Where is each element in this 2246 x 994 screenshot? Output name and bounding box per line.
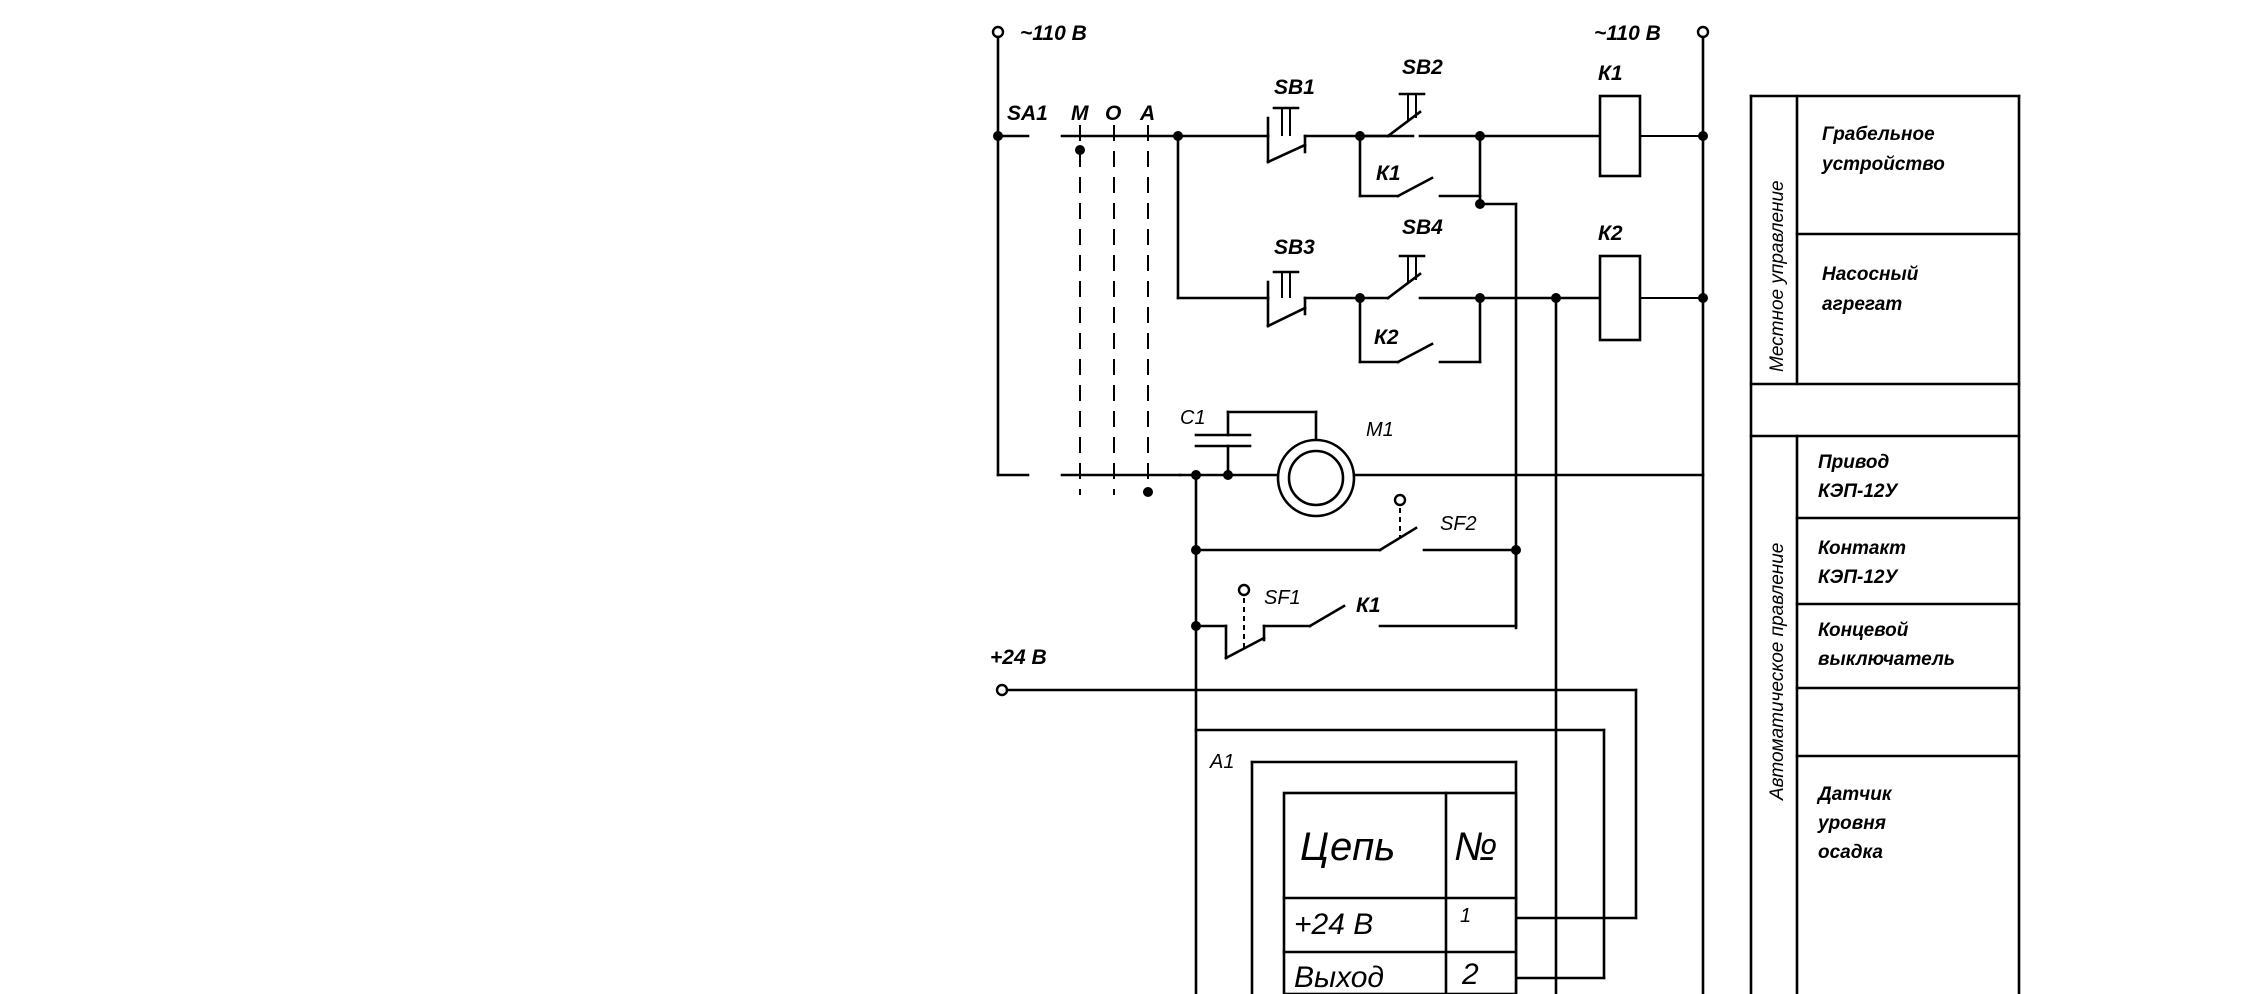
table-row-1-number: 1 (1460, 905, 1471, 927)
sb2-start-button: SB2 (1358, 56, 1482, 138)
sb4-label: SB4 (1402, 216, 1443, 239)
a1-label: А1 (1209, 751, 1234, 773)
k2-coil-label: К2 (1598, 222, 1623, 245)
supply-left-110v: ~110 В (991, 22, 1087, 477)
auto-control-group-label: Автоматическое правление (1767, 543, 1788, 801)
table-row-2-number: 2 (1461, 958, 1479, 991)
motor-m1: М1 (1276, 419, 1394, 518)
sf1-k1-branch: SF1 К1 (1191, 548, 1518, 660)
sf2-branch: SF2 (1191, 473, 1521, 994)
sb3-label: SB3 (1274, 236, 1315, 259)
table-row-2-circuit: Выход (1294, 961, 1384, 994)
contact-kep-line-2: КЭП-12У (1818, 567, 1899, 588)
table-header-number: № (1454, 825, 1497, 869)
sensor-block-a1: А1 Цепь № +24 В 1 Выход 2 (1194, 728, 1606, 994)
drive-kep-line-2: КЭП-12У (1818, 481, 1899, 502)
sb3-stop-button: SB3 (1266, 236, 1315, 328)
table-header-circuit: Цепь (1300, 825, 1395, 869)
rake-device-line-2: устройство (1821, 154, 1945, 175)
capacitor-c1: С1 (1180, 407, 1318, 477)
side-panel: Местное управление Автоматическое правле… (1749, 94, 2021, 994)
sa1-position-m: М (1071, 102, 1089, 125)
sf1-label: SF1 (1264, 587, 1301, 609)
k1-control-circuit: SB1 SB2 К1 К1 (1173, 56, 1708, 630)
selector-switch-sa1: SA1 М О А (993, 102, 1182, 497)
sb4-start-button: SB4 (1358, 216, 1482, 300)
sf2-label: SF2 (1440, 513, 1477, 535)
k2-coil: К2 (1598, 222, 1642, 342)
k2-contact-label: К2 (1374, 326, 1399, 349)
m1-label: М1 (1366, 419, 1394, 441)
sb2-label: SB2 (1402, 56, 1443, 79)
rake-device-line-1: Грабельное (1822, 124, 1935, 145)
a1-connection-table: Цепь № +24 В 1 Выход 2 (1282, 791, 1518, 994)
pump-unit-line-2: агрегат (1822, 294, 1902, 315)
k2-hold-contact: К2 (1358, 296, 1482, 364)
supply-right-label: ~110 В (1594, 22, 1661, 45)
table-row-1-circuit: +24 В (1294, 908, 1373, 941)
supply-right-110v: ~110 В (1594, 22, 1710, 994)
contact-kep-line-1: Контакт (1818, 538, 1906, 559)
sb1-stop-button: SB1 (1266, 76, 1315, 164)
supply-24v: +24 В (990, 646, 1638, 920)
level-sensor-line-1: Датчик (1816, 784, 1893, 805)
k1-coil-label: К1 (1598, 62, 1623, 85)
c1-label: С1 (1180, 407, 1206, 429)
sa1-position-a: А (1139, 102, 1155, 125)
drive-kep-line-1: Привод (1818, 452, 1889, 473)
k1-contact-label: К1 (1376, 162, 1401, 185)
sb1-label: SB1 (1274, 76, 1315, 99)
k1-aux-label: К1 (1356, 594, 1381, 617)
level-sensor-line-3: осадка (1818, 842, 1883, 863)
motor-circuit: С1 М1 (1178, 407, 1705, 518)
k1-hold-contact: К1 (1358, 134, 1482, 208)
sa1-position-o: О (1105, 102, 1121, 125)
k2-control-circuit: SB3 SB4 К2 К2 (1176, 134, 1708, 994)
supply-24v-label: +24 В (990, 646, 1047, 669)
supply-left-label: ~110 В (1020, 22, 1087, 45)
level-sensor-line-2: уровня (1817, 813, 1886, 834)
limit-switch-line-1: Концевой (1818, 620, 1909, 641)
k1-coil: К1 (1598, 62, 1642, 178)
limit-switch-line-2: выключатель (1818, 649, 1955, 670)
local-control-group-label: Местное управление (1767, 180, 1788, 372)
pump-unit-line-1: Насосный (1822, 264, 1919, 285)
sa1-label: SA1 (1007, 102, 1048, 125)
